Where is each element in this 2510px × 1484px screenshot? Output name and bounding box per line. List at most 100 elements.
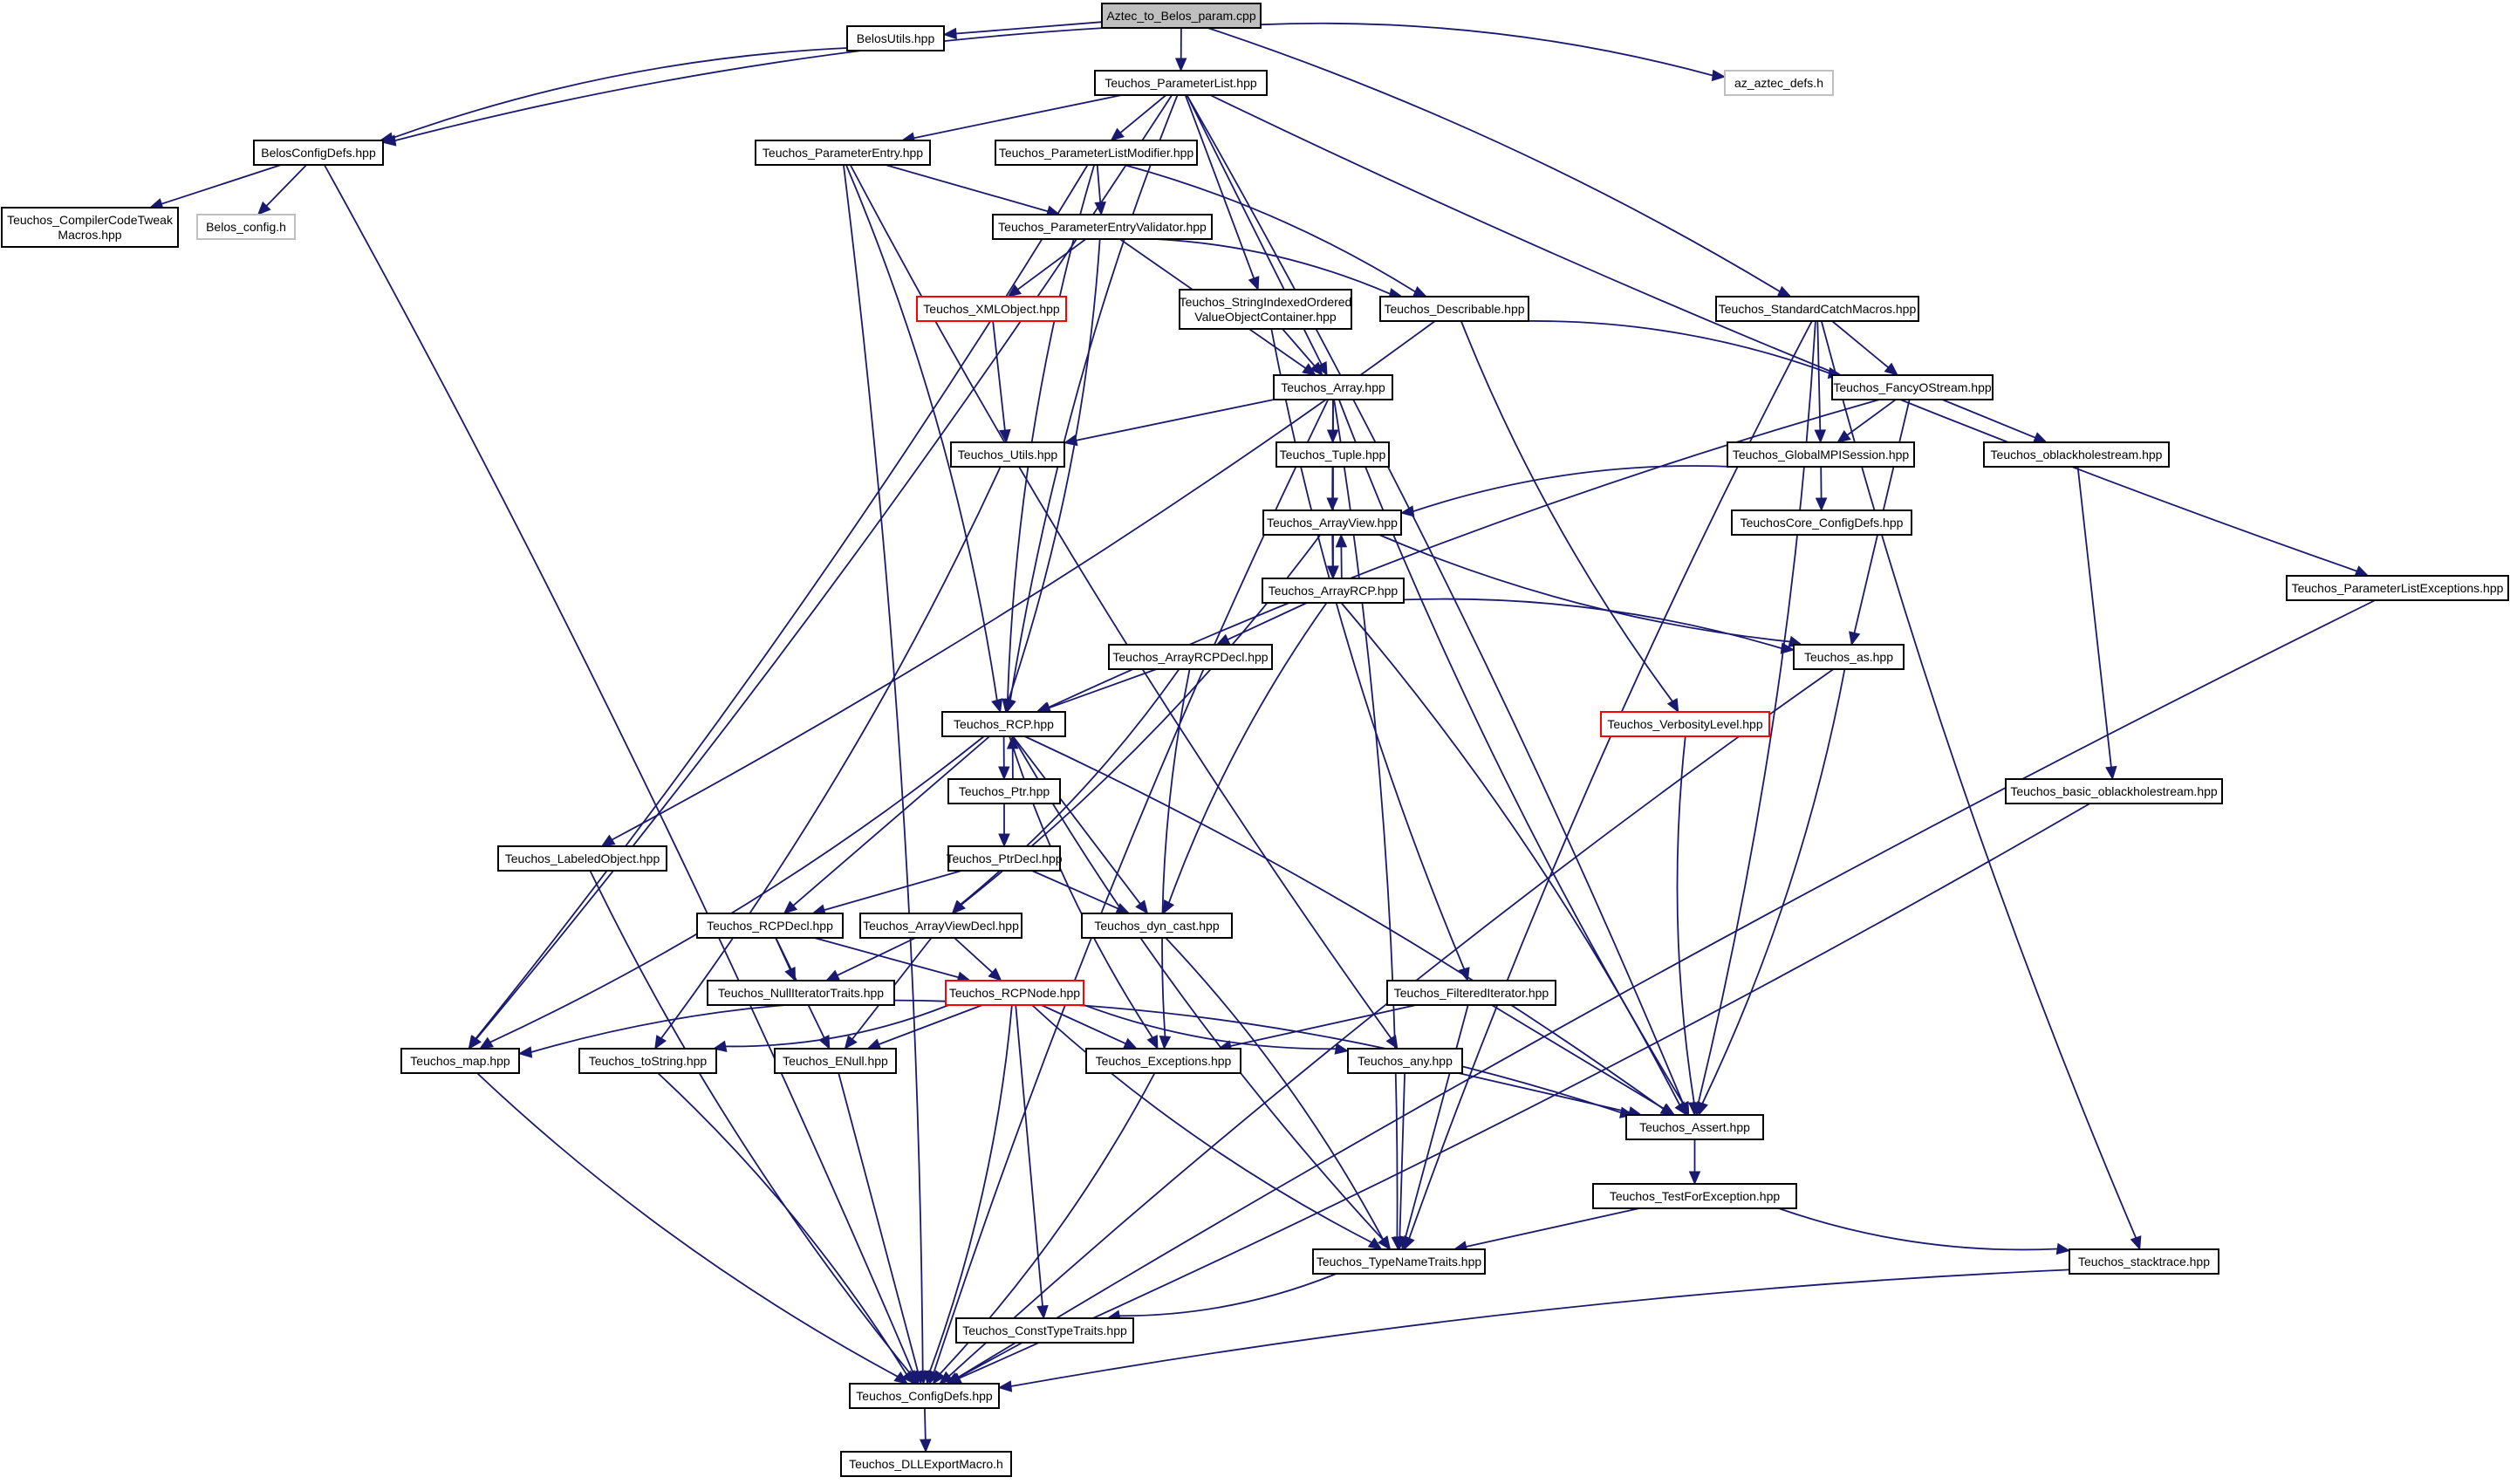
node-label: Teuchos_ParameterListExceptions.hpp bbox=[2292, 581, 2504, 595]
node-assert[interactable]: Teuchos_Assert.hpp bbox=[1625, 1114, 1764, 1140]
node-parameterentry[interactable]: Teuchos_ParameterEntry.hpp bbox=[755, 140, 931, 166]
node-label: Teuchos_StandardCatchMacros.hpp bbox=[1719, 302, 1917, 316]
arrowhead bbox=[999, 428, 1011, 444]
edge-arrayrcpdecl-to-arrayviewdecl bbox=[951, 668, 1180, 914]
edge-filterediterator-to-typenametraits bbox=[1399, 1004, 1469, 1251]
edge-line bbox=[1186, 94, 1685, 1104]
node-parameterlist[interactable]: Teuchos_ParameterList.hpp bbox=[1094, 70, 1268, 96]
edge-line bbox=[476, 1072, 899, 1378]
node-as[interactable]: Teuchos_as.hpp bbox=[1793, 644, 1905, 670]
node-label: Teuchos_RCPNode.hpp bbox=[949, 986, 1080, 1000]
node-label: Teuchos_ArrayViewDecl.hpp bbox=[863, 919, 1019, 933]
node-standardcatch[interactable]: Teuchos_StandardCatchMacros.hpp bbox=[1715, 296, 1919, 322]
node-filterediterator[interactable]: Teuchos_FilteredIterator.hpp bbox=[1386, 980, 1556, 1006]
node-parameterentryvalidator[interactable]: Teuchos_ParameterEntryValidator.hpp bbox=[992, 214, 1213, 240]
node-teuchoscore_configdefs[interactable]: TeuchosCore_ConfigDefs.hpp bbox=[1731, 509, 1912, 536]
node-map[interactable]: Teuchos_map.hpp bbox=[400, 1048, 520, 1074]
edge-line bbox=[1831, 320, 1889, 368]
node-box bbox=[1625, 1114, 1764, 1140]
node-rcpdecl[interactable]: Teuchos_RCPDecl.hpp bbox=[696, 913, 844, 939]
node-basic_oblackhole[interactable]: Teuchos_basic_oblackholestream.hpp bbox=[2005, 778, 2223, 804]
node-consttypetraits[interactable]: Teuchos_ConstTypeTraits.hpp bbox=[955, 1317, 1134, 1344]
node-label: Teuchos_ParameterListModifier.hpp bbox=[999, 146, 1194, 160]
edge-line bbox=[1399, 1072, 1405, 1238]
edge-line bbox=[1076, 399, 1275, 441]
node-label: Belos_config.h bbox=[206, 220, 286, 234]
edge-globalmpi-to-arrayview bbox=[1399, 465, 1734, 517]
arrowhead bbox=[1063, 434, 1078, 447]
node-xmlobject[interactable]: Teuchos_XMLObject.hpp bbox=[916, 296, 1067, 322]
edge-line bbox=[1778, 1207, 2058, 1251]
arrowhead bbox=[844, 1035, 858, 1050]
arrowhead bbox=[1884, 362, 1898, 376]
node-rcp[interactable]: Teuchos_RCP.hpp bbox=[941, 711, 1066, 737]
edge-rcp-to-ptr bbox=[998, 735, 1010, 781]
node-dllexport[interactable]: Teuchos_DLLExportMacro.h bbox=[840, 1451, 1012, 1477]
node-nulliteratortraits[interactable]: Teuchos_NullIteratorTraits.hpp bbox=[707, 980, 895, 1006]
node-belosconfigdefs[interactable]: BelosConfigDefs.hpp bbox=[253, 140, 384, 166]
edge-line bbox=[1405, 1004, 1469, 1238]
arrowhead bbox=[600, 834, 616, 847]
node-any[interactable]: Teuchos_any.hpp bbox=[1347, 1048, 1463, 1074]
node-oblackhole[interactable]: Teuchos_oblackholestream.hpp bbox=[1983, 441, 2170, 468]
node-arrayrcp[interactable]: Teuchos_ArrayRCP.hpp bbox=[1262, 578, 1405, 604]
node-tuple[interactable]: Teuchos_Tuple.hpp bbox=[1276, 441, 1390, 468]
node-verbositylevel[interactable]: Teuchos_VerbosityLevel.hpp bbox=[1600, 711, 1770, 737]
edge-line bbox=[2076, 466, 2112, 768]
node-box bbox=[945, 980, 1084, 1006]
node-parameterlistexceptions[interactable]: Teuchos_ParameterListExceptions.hpp bbox=[2286, 575, 2509, 601]
node-typenametraits[interactable]: Teuchos_TypeNameTraits.hpp bbox=[1312, 1248, 1486, 1275]
node-ptr[interactable]: Teuchos_Ptr.hpp bbox=[947, 778, 1061, 804]
node-label: Teuchos_TypeNameTraits.hpp bbox=[1317, 1255, 1482, 1269]
arrowhead bbox=[991, 698, 1003, 714]
edge-rcpnode-to-typenametraits bbox=[1031, 1004, 1383, 1250]
node-enull[interactable]: Teuchos_ENull.hpp bbox=[774, 1048, 897, 1074]
edge-line bbox=[845, 164, 998, 701]
edge-line bbox=[1184, 94, 1255, 279]
node-label: Teuchos_ParameterEntryValidator.hpp bbox=[998, 220, 1207, 234]
edge-labeledobject-to-configdefs bbox=[589, 870, 918, 1385]
node-label: Teuchos_ConfigDefs.hpp bbox=[856, 1389, 993, 1403]
node-testforexception[interactable]: Teuchos_TestForException.hpp bbox=[1592, 1183, 1797, 1209]
node-globalmpi[interactable]: Teuchos_GlobalMPISession.hpp bbox=[1727, 441, 1915, 468]
node-exceptions[interactable]: Teuchos_Exceptions.hpp bbox=[1085, 1048, 1241, 1074]
node-labeledobject[interactable]: Teuchos_LabeledObject.hpp bbox=[497, 845, 667, 872]
arrowhead bbox=[1094, 202, 1106, 216]
node-parameterlistmodifier[interactable]: Teuchos_ParameterListModifier.hpp bbox=[995, 140, 1198, 166]
edge-line bbox=[1412, 465, 1734, 512]
arrowhead bbox=[1159, 1036, 1172, 1050]
arrowhead bbox=[1326, 565, 1339, 580]
node-ptrdecl[interactable]: Teuchos_PtrDecl.hpp bbox=[946, 845, 1063, 872]
node-box bbox=[497, 845, 667, 872]
edge-belosconfigdefs-to-belos_config bbox=[256, 164, 307, 215]
node-array[interactable]: Teuchos_Array.hpp bbox=[1273, 374, 1393, 400]
node-stacktrace[interactable]: Teuchos_stacktrace.hpp bbox=[2069, 1248, 2219, 1275]
edge-fancyostream-to-globalmpi bbox=[1836, 399, 1897, 443]
node-aztec_to_belos[interactable]: Aztec_to_Belos_param.cpp bbox=[1101, 3, 1262, 29]
node-tostring[interactable]: Teuchos_toString.hpp bbox=[578, 1048, 717, 1074]
node-fancyostream[interactable]: Teuchos_FancyOStream.hpp bbox=[1831, 374, 1994, 400]
edge-line bbox=[824, 870, 962, 911]
arrowhead bbox=[654, 1035, 667, 1050]
arrowhead bbox=[1711, 69, 1727, 82]
node-belosutils[interactable]: BelosUtils.hpp bbox=[846, 25, 945, 51]
edge-line bbox=[1227, 602, 1308, 640]
node-configdefs[interactable]: Teuchos_ConfigDefs.hpp bbox=[849, 1383, 1000, 1409]
node-label: Teuchos_Array.hpp bbox=[1281, 380, 1385, 394]
edge-filterediterator-to-assert bbox=[1491, 1004, 1676, 1116]
node-utils[interactable]: Teuchos_Utils.hpp bbox=[950, 441, 1065, 468]
node-label: Teuchos_Utils.hpp bbox=[958, 448, 1058, 462]
edge-arrayrcp-to-arrayview bbox=[1335, 533, 1348, 578]
node-arrayview[interactable]: Teuchos_ArrayView.hpp bbox=[1262, 509, 1402, 536]
edge-basic_oblackhole-to-configdefs bbox=[947, 803, 2090, 1385]
node-dyn_cast[interactable]: Teuchos_dyn_cast.hpp bbox=[1081, 913, 1233, 939]
arrowhead bbox=[1310, 361, 1323, 376]
node-describable[interactable]: Teuchos_Describable.hpp bbox=[1379, 296, 1529, 322]
arrowhead bbox=[924, 1370, 936, 1385]
node-arrayviewdecl[interactable]: Teuchos_ArrayViewDecl.hpp bbox=[859, 913, 1022, 939]
node-arrayrcpdecl[interactable]: Teuchos_ArrayRCPDecl.hpp bbox=[1108, 644, 1273, 670]
node-rcpnode[interactable]: Teuchos_RCPNode.hpp bbox=[945, 980, 1084, 1006]
